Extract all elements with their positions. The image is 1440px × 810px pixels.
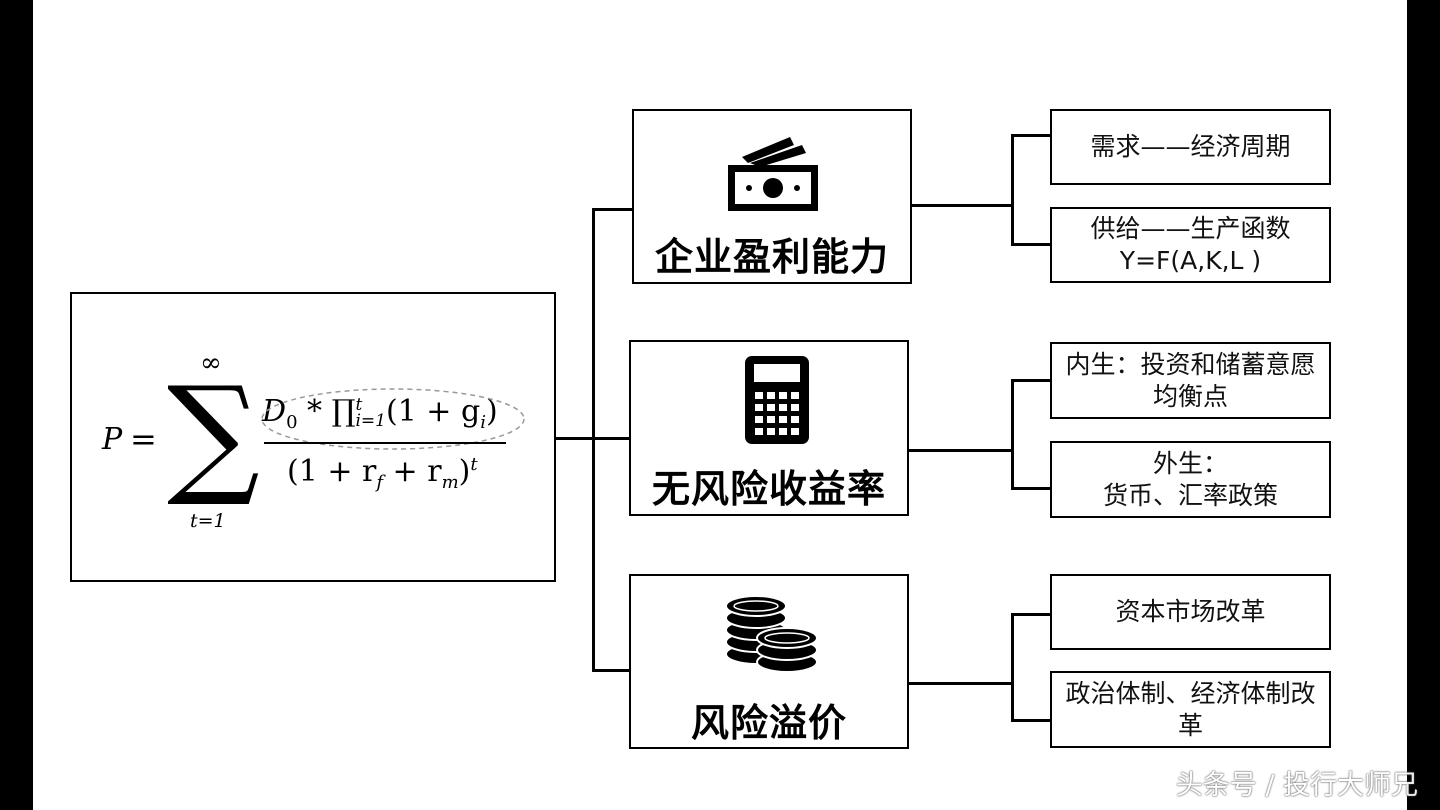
formula-lhs: P [102,422,123,457]
formula-denominator: (1 + rf + rm)t [287,454,478,493]
growth-close: ) [485,394,498,429]
detail-box-institutional-reform: 政治体制、经济体制改革 [1050,671,1331,748]
connector-branch-1 [592,208,634,211]
connector-1-trunk [1011,134,1014,245]
fraction-bar [264,442,506,444]
dividend-symbol: D [262,394,287,429]
product-upper: t [355,395,363,415]
sum-symbol: ∑ [167,358,260,510]
detail-text-line2: 货币、汇率政策 [1102,480,1278,510]
detail-text-line2: Y=F(A,K,L ) [1119,246,1262,275]
money-icon [728,137,818,211]
detail-text-line2: 均衡点 [1152,381,1228,411]
detail-box-exogenous: 外生：货币、汇率政策 [1050,441,1331,518]
factor-label-riskfree-rate: 无风险收益率 [651,467,886,511]
connector-3-out [909,682,1013,685]
product-symbol: ∏ [331,394,356,429]
detail-text: 供给——生产函数 [1090,214,1291,243]
connector-3-trunk [1011,613,1014,721]
denominator-power: t [470,454,478,475]
connector-2a [1011,379,1051,382]
coins-icon [725,595,818,673]
denominator-plus: + r [383,454,442,489]
watermark: 头条号 / 投行大师兄 [1175,770,1418,801]
connector-2-out [909,449,1013,452]
denominator-close: ) [458,454,471,489]
detail-text: 资本市场改革 [1115,597,1266,626]
detail-text-line2: 革 [1177,710,1203,740]
sum-lower-limit: t=1 [190,510,226,532]
calculator-icon [745,356,809,444]
denominator-open: (1 + r [287,454,377,489]
detail-box-demand: 需求——经济周期 [1050,109,1331,185]
connector-formula-out [556,437,593,440]
detail-box-supply: 供给——生产函数 Y=F(A,K,L ) [1050,207,1331,283]
detail-text: 内生：投资和储蓄意愿 [1065,349,1316,379]
connector-branch-3 [592,669,630,672]
connector-3a [1011,613,1051,616]
connector-trunk [592,208,595,671]
connector-2-trunk [1011,379,1014,489]
sum-upper-limit: ∞ [200,348,222,378]
connector-branch-2 [592,437,630,440]
connector-1a [1011,134,1051,137]
factor-box-risk-premium: 风险溢价 [629,574,909,749]
formula-equals: = [130,420,157,458]
factor-label-risk-premium: 风险溢价 [690,701,847,745]
connector-2b [1011,487,1051,490]
connector-1-out [912,204,1013,207]
growth-subscript: i [480,412,486,433]
connector-1b [1011,243,1051,246]
detail-text: 需求——经济周期 [1090,132,1291,161]
factor-label-profitability: 企业盈利能力 [654,235,889,279]
market-subscript: m [441,472,459,493]
numerator-highlight-ellipse [261,388,525,450]
times-symbol: * [297,394,332,429]
detail-text: 外生： [1152,448,1228,478]
detail-box-endogenous: 内生：投资和储蓄意愿均衡点 [1050,342,1331,419]
factor-box-profitability: 企业盈利能力 [632,109,912,284]
connector-3b [1011,719,1051,722]
detail-box-capital-market: 资本市场改革 [1050,574,1331,650]
dividend-subscript: 0 [286,412,298,433]
detail-text: 政治体制、经济体制改 [1065,678,1316,708]
product-lower: i=1 [355,411,386,431]
factor-box-riskfree-rate: 无风险收益率 [629,340,909,516]
growth-term: (1 + g [385,394,481,429]
riskfree-subscript: f [376,472,384,493]
